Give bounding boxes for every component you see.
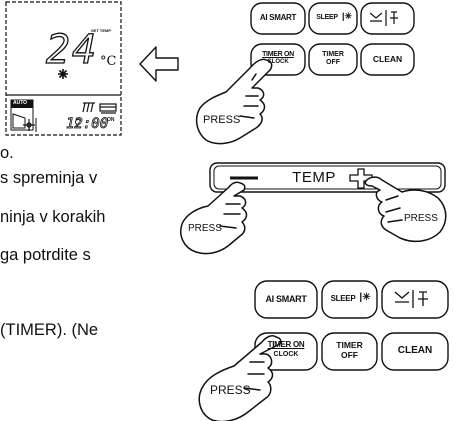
body-text-line-2: s spreminja v [0,169,98,187]
press-label-1: PRESS [203,114,241,126]
timer-off-button-2[interactable] [321,332,378,371]
arrow-left-icon [139,46,179,82]
lcd-on-label: ON [107,117,115,123]
timer-on-label-l1: TIMER ON [262,51,294,58]
timer-off-label-2-l1: TIMER [336,340,363,350]
lcd-mode: AUTO [13,100,28,106]
sleep-label: SLEEP [316,14,338,21]
pointing-hand-icon [180,181,248,255]
clean-label-2: CLEAN [397,345,433,356]
sleep-separator-2: |✳ [359,292,371,303]
sleep-separator: |✳ [341,11,353,21]
swing-button-2[interactable] [381,280,449,319]
timer-off-label-l2: OFF [326,59,340,66]
pointing-hand-icon [195,58,273,145]
swing-button[interactable] [360,2,415,35]
sleep-label-2: SLEEP [330,294,356,303]
lcd-temp-digits: 24 [45,27,99,73]
ai-smart-button-2[interactable] [254,280,318,319]
fan-icon [23,119,35,131]
timer-off-label-2-l2: OFF [341,350,358,360]
timer-off-button[interactable] [308,43,358,76]
clean-button[interactable] [360,43,415,76]
timer-on-label-l2: CLOCK [267,59,289,65]
timer-on-label-2-l1: TIMER ON [267,340,305,349]
press-label-2: PRESS [188,223,222,234]
timer-off-label-l1: TIMER [322,51,344,58]
press-label-4: PRESS [210,383,251,397]
lcd-display [5,1,122,136]
pointing-hand-icon [364,176,447,243]
body-text-line-1: o. [0,144,14,162]
clean-label: CLEAN [372,54,403,64]
temp-plus-button[interactable] [349,168,373,189]
sleep-button-2[interactable] [321,280,378,319]
body-text-line-5: (TIMER). (Ne [0,321,99,339]
lcd-set-temp-label: SET TEMP [91,28,112,33]
ai-smart-button[interactable] [250,2,306,35]
ai-smart-label-2: AI SMART [265,294,307,304]
body-text-line-3: ninja v korakih [0,208,106,226]
remote-top [250,2,415,76]
remote-bottom [254,280,449,371]
lcd-clock-digits: 12:00 [66,116,109,132]
temp-label: TEMP [292,169,336,186]
press-label-3: PRESS [404,213,438,224]
clean-button-2[interactable] [381,332,449,371]
pointing-hand-icon [198,335,282,421]
ai-smart-label: AI SMART [259,13,297,22]
timer-on-label-2-l2: CLOCK [273,351,299,358]
body-text-line-4: ga potrdite s [0,246,91,264]
lcd-unit: °C [100,54,117,69]
snowflake-icon [58,69,68,79]
sleep-button[interactable] [308,2,358,35]
